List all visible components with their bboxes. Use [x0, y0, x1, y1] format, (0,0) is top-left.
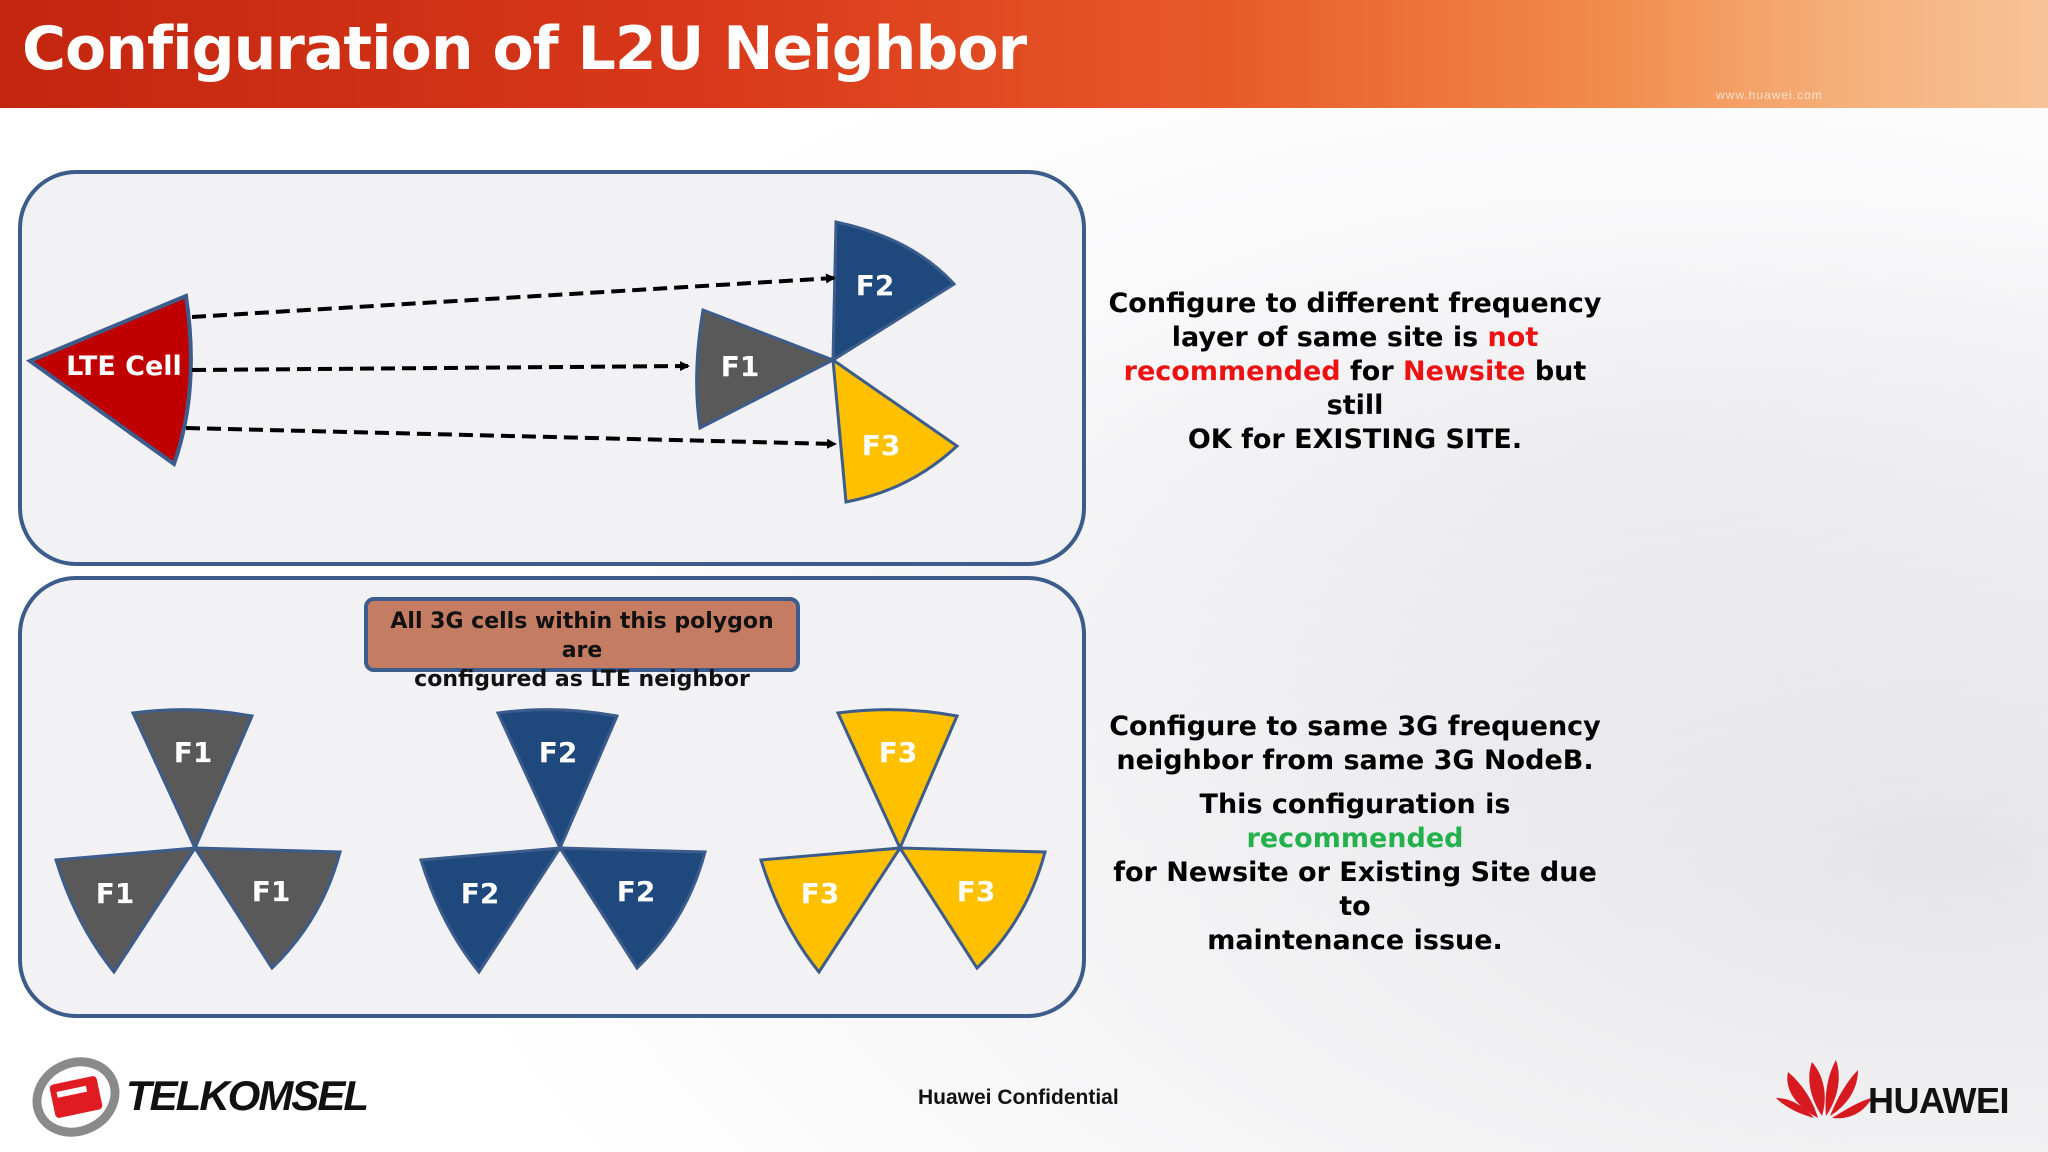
site-f1-label-left: F1: [96, 877, 135, 910]
site-f3-sector-right: [897, 846, 1047, 971]
footer-confidential: Huawei Confidential: [918, 1086, 1119, 1109]
site-f2-sector-left: [419, 846, 563, 975]
sector-f2-label: F2: [856, 269, 895, 302]
arrow-to-f2: [191, 273, 836, 319]
site-f1-label-top: F1: [174, 736, 213, 769]
huawei-logo-text: HUAWEI: [1868, 1080, 2010, 1121]
site-f1: [54, 708, 342, 975]
sector-f1: [695, 307, 837, 431]
sector-f2: [831, 220, 957, 363]
header-url: www.huawei.com: [1716, 88, 1823, 102]
text-bottom: Configure to same 3G frequency neighbor …: [1100, 710, 1610, 958]
text-bottom-line5: maintenance issue.: [1207, 925, 1503, 956]
text-bottom-line3: This configuration is recommended: [1199, 789, 1511, 854]
site-f3-label-top: F3: [879, 736, 918, 769]
polygon-callout: All 3G cells within this polygon are con…: [364, 597, 800, 692]
site-f3: [759, 708, 1047, 975]
neighbor-arrows: [185, 273, 837, 449]
site-f1-sector-left: [54, 846, 198, 975]
telkomsel-logo-icon: [32, 1057, 120, 1137]
site-f1-sector-top: [130, 708, 255, 852]
site-f3-sector-top: [835, 708, 960, 852]
callout-line2: configured as LTE neighbor: [414, 667, 750, 692]
top-site-sectors: F2 F1 F3: [695, 220, 960, 504]
page-title: Configuration of L2U Neighbor: [22, 14, 1027, 84]
site-f2-label-top: F2: [539, 736, 578, 769]
site-f1-sector-right: [192, 846, 342, 971]
sector-f3: [831, 356, 960, 504]
text-top-line1: Configure to different frequency: [1108, 288, 1602, 319]
huawei-logo-icon: [1776, 1060, 1872, 1119]
site-f2-label-right: F2: [617, 875, 656, 908]
text-top: Configure to different frequency layer o…: [1100, 287, 1610, 457]
lte-cell-sector: LTE Cell: [25, 293, 193, 468]
text-bottom-line1: Configure to same 3G frequency: [1109, 711, 1601, 742]
text-top-line3: recommended for Newsite but still: [1123, 356, 1587, 421]
text-top-line2: layer of same site is not: [1171, 322, 1539, 353]
lte-cell-label: LTE Cell: [66, 351, 182, 382]
site-f2-sector-right: [557, 846, 707, 971]
text-bottom-line2: neighbor from same 3G NodeB.: [1116, 745, 1594, 776]
arrow-to-f3: [185, 426, 837, 449]
site-f3-label-left: F3: [801, 877, 840, 910]
telkomsel-logo-text: TELKOMSEL: [126, 1072, 369, 1119]
title-bar: Configuration of L2U Neighbor www.huawei…: [0, 0, 2048, 108]
site-f2: [419, 708, 707, 975]
site-f1-label-right: F1: [252, 875, 291, 908]
site-f3-label-right: F3: [957, 875, 996, 908]
callout-line1: All 3G cells within this polygon are: [390, 609, 774, 663]
sector-f1-label: F1: [721, 350, 760, 383]
site-f3-sector-left: [759, 846, 903, 975]
site-f2-sector-top: [495, 708, 620, 852]
sector-f3-label: F3: [862, 429, 901, 462]
text-top-line4: OK for EXISTING SITE.: [1187, 424, 1523, 455]
text-bottom-line4: for Newsite or Existing Site due to: [1113, 857, 1597, 922]
site-f2-label-left: F2: [461, 877, 500, 910]
